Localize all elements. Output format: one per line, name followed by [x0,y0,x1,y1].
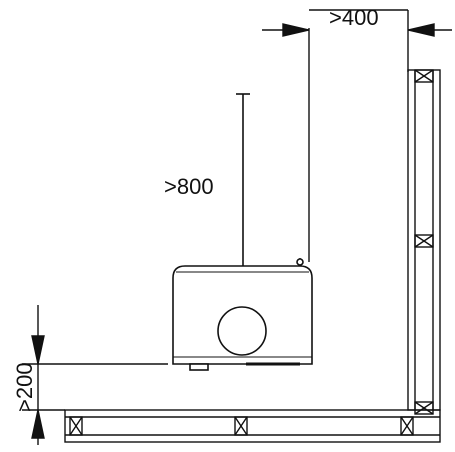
wall-clearance-dimension [262,9,452,262]
device-unit [172,258,313,371]
device-fan-circle [217,306,267,356]
wall-vertical [407,69,441,415]
overhead-clearance-label: >800 [164,174,214,199]
floor-beam [64,409,441,443]
overhead-dimension [236,93,250,266]
device-foot [189,363,209,371]
wall-clearance-label: >400 [329,5,379,30]
floor-clearance-label: >200 [12,362,37,412]
floor-clearance-dimension [22,305,168,445]
